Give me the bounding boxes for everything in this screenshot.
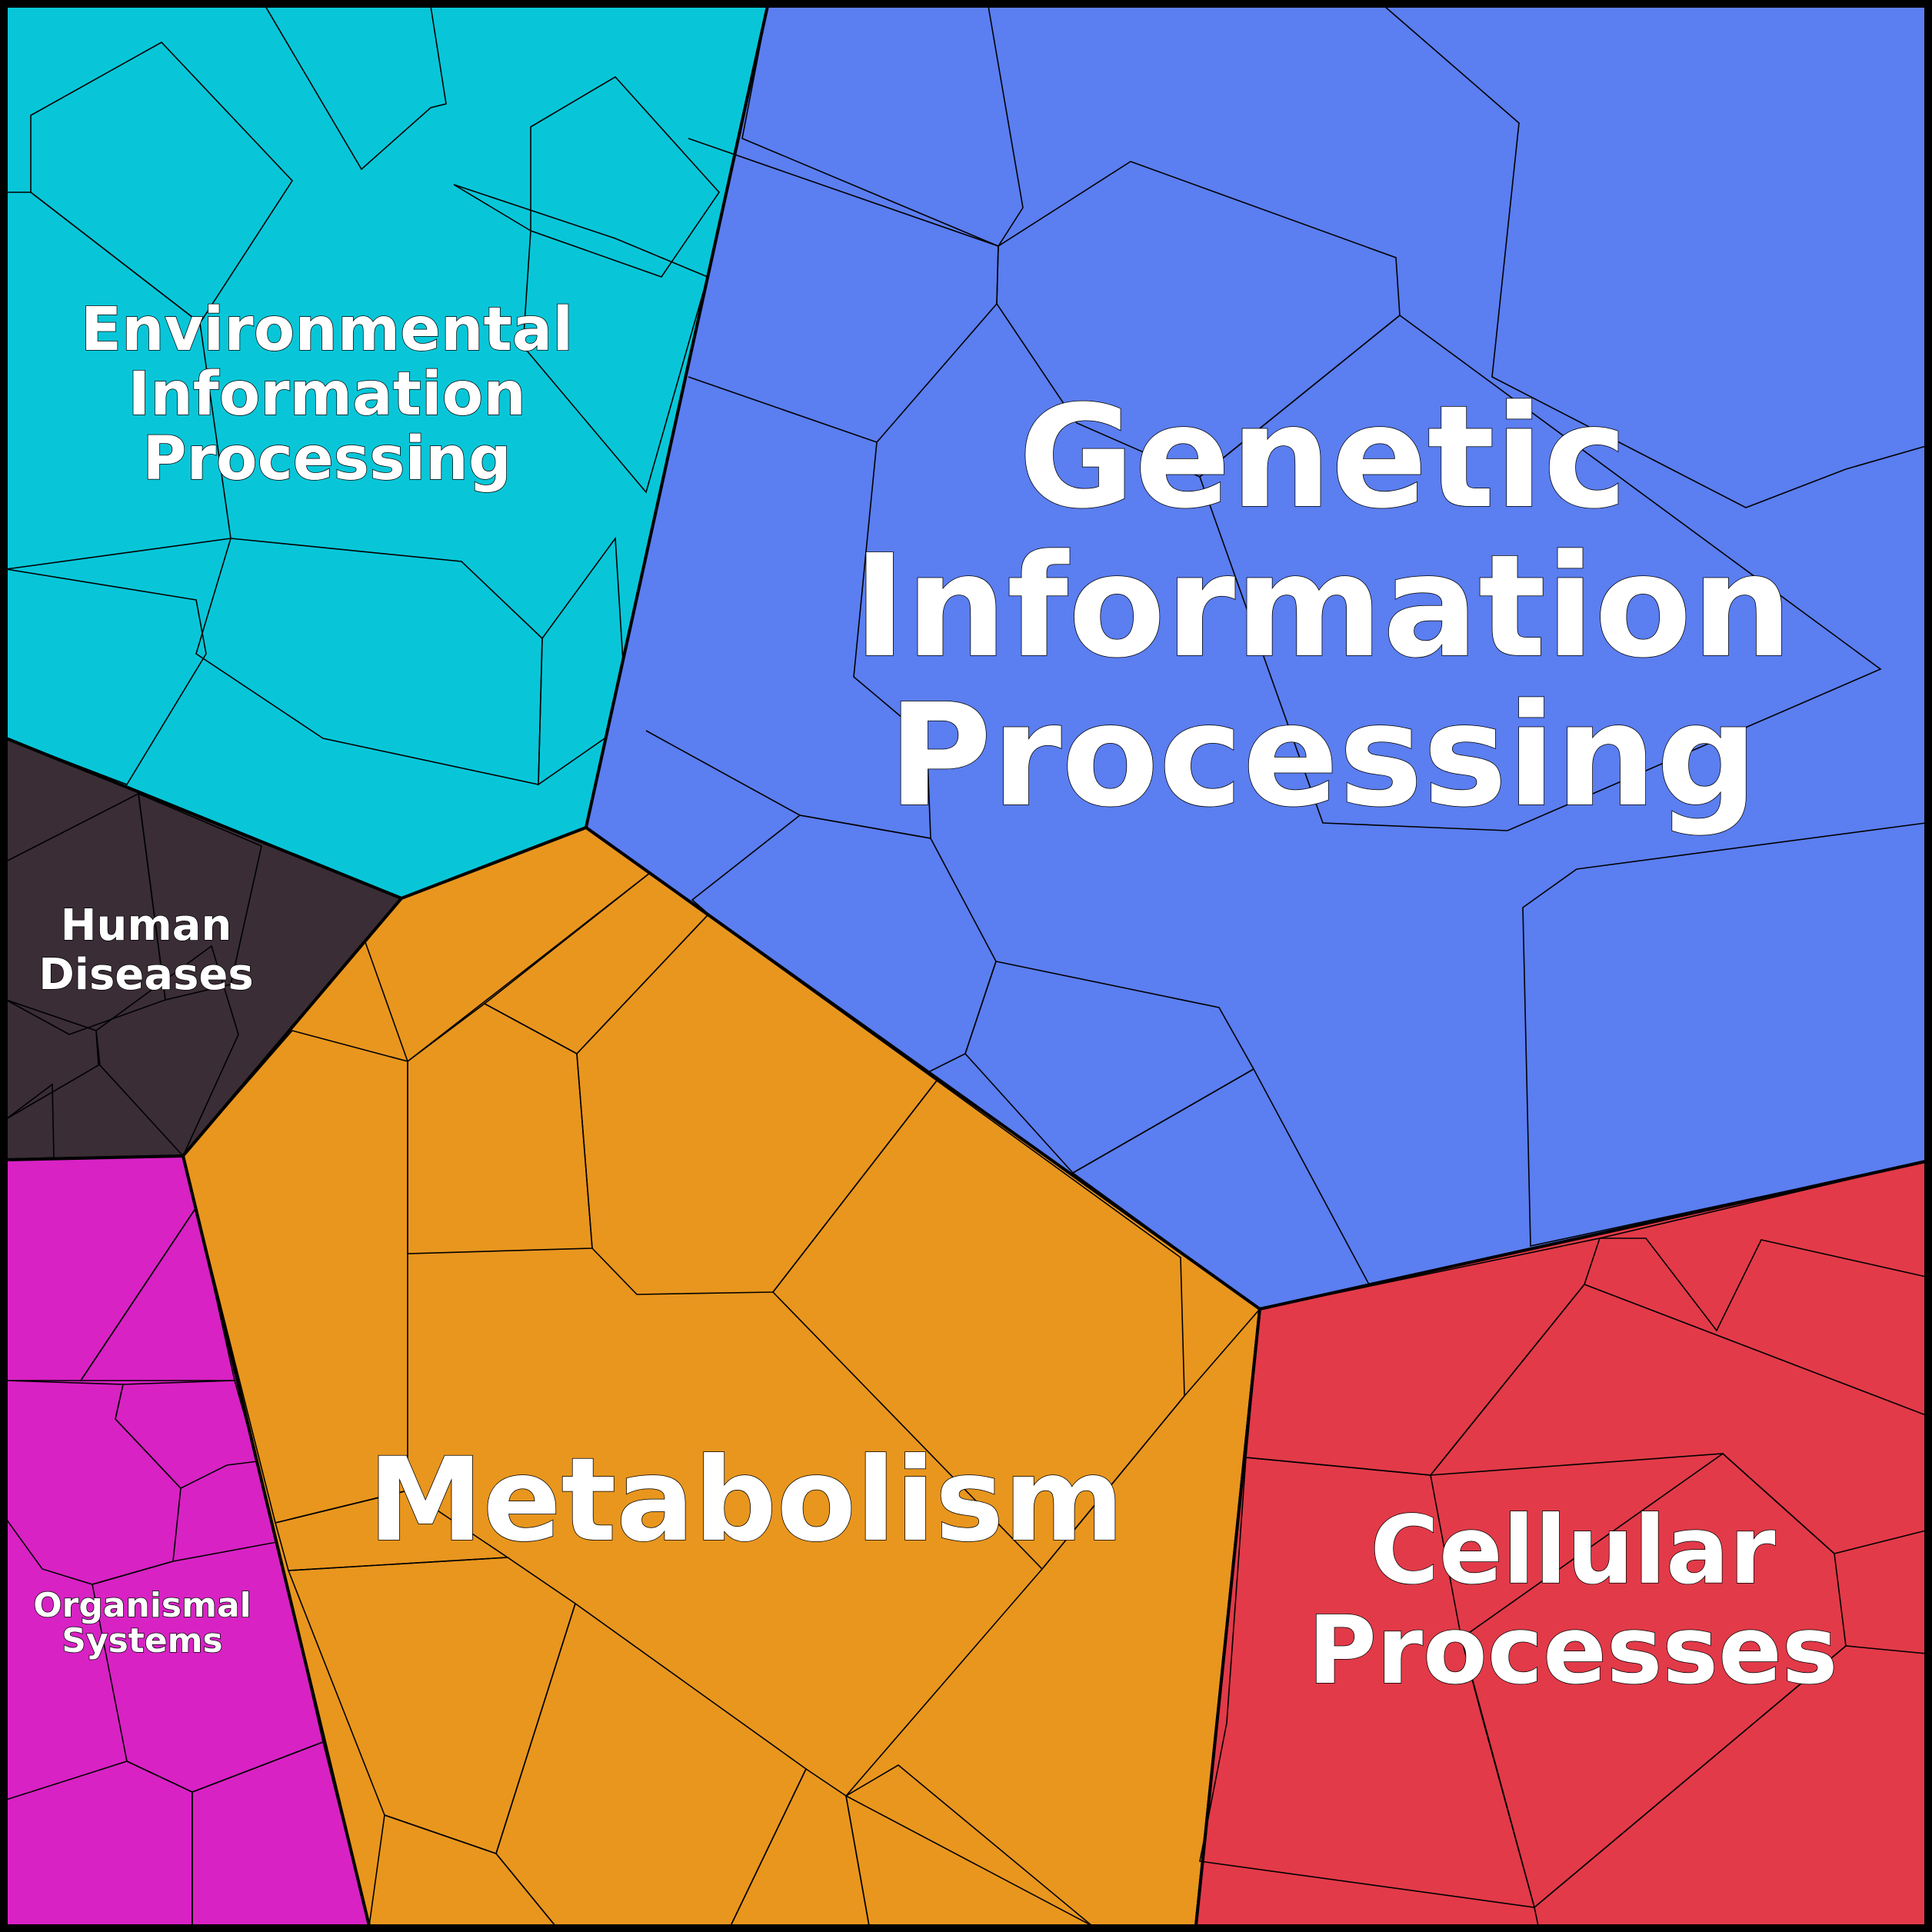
cell: [264, 5, 447, 171]
label-line: Environmental: [81, 295, 573, 365]
cell: [5, 192, 232, 570]
cell: [741, 5, 1024, 247]
cell: [365, 827, 651, 1063]
cell: [5, 998, 99, 1121]
cell: [688, 138, 999, 443]
region-environmental: [5, 5, 769, 900]
cell: [530, 75, 721, 278]
cell: [115, 1380, 259, 1489]
label-line: Information: [128, 360, 526, 429]
cell: [368, 1814, 557, 1927]
cell: [182, 1030, 408, 1524]
cell: [5, 792, 166, 1035]
cell: [79, 1205, 235, 1381]
label-line: Processes: [1307, 1596, 1837, 1705]
region-genetic: [585, 5, 1927, 1311]
cell: [645, 441, 931, 839]
label-line: Systems: [62, 1621, 222, 1661]
label-line: Cellular: [1370, 1496, 1775, 1605]
cell: [495, 1602, 808, 1927]
cell: [5, 568, 207, 785]
label-line: Diseases: [38, 950, 253, 1000]
cell: [1599, 1160, 1927, 1332]
label-line: Human: [61, 901, 232, 951]
cell: [1534, 1645, 1927, 1927]
label-line: Processing: [888, 674, 1758, 838]
cell: [30, 41, 294, 325]
region-cellular: [1194, 1160, 1927, 1927]
label-line: Organismal: [33, 1586, 251, 1625]
cell: [1382, 5, 1927, 508]
cell: [5, 1760, 193, 1927]
region-organismal: [5, 1154, 371, 1927]
label-line: Genetic: [1018, 375, 1627, 540]
cell: [729, 1767, 870, 1927]
cell: [1461, 1452, 1847, 1909]
cell: [138, 792, 262, 1001]
label-line: Information: [854, 525, 1793, 689]
cell: [1199, 314, 1882, 831]
label-line: Processing: [142, 425, 511, 494]
cell: [95, 944, 239, 1158]
label-line: Metabolism: [368, 1434, 1124, 1567]
label-metabolism: Metabolism: [368, 1434, 1124, 1567]
